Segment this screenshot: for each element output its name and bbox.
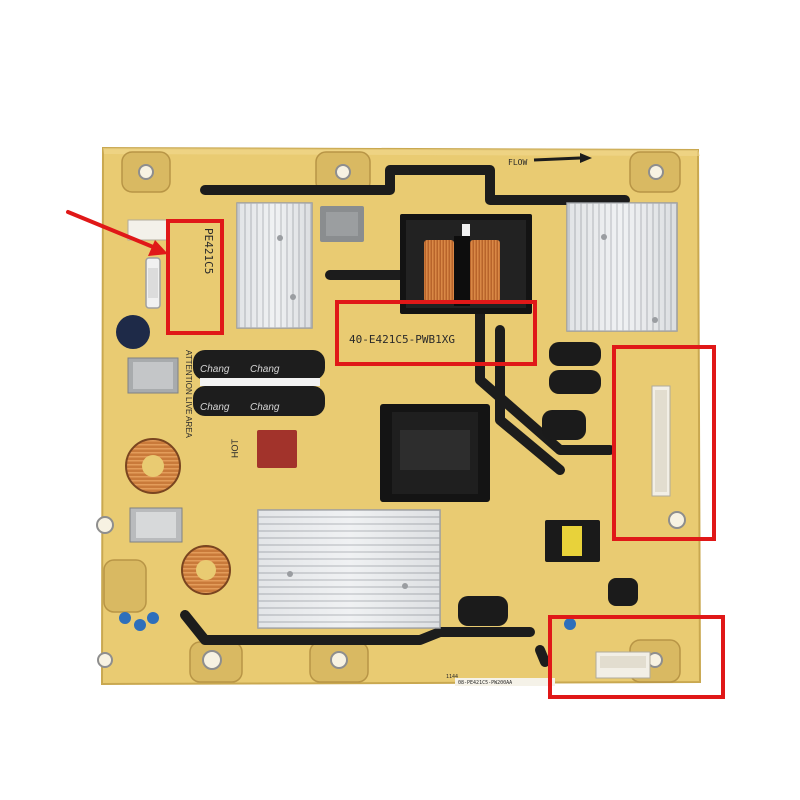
- main-transformer: [400, 214, 532, 314]
- capacitor-brand-label-3: Chang: [200, 364, 230, 375]
- toroid-coil-2: [181, 545, 231, 595]
- highlight-output-connector: [612, 345, 716, 541]
- bottom-code-label: 1144: [446, 674, 458, 680]
- capacitor-brand-label-4: Chang: [250, 364, 280, 375]
- output-connector: [651, 385, 671, 497]
- model-label: PE421C5: [202, 228, 215, 274]
- standby-transformer: [380, 404, 490, 502]
- capacitor-brand-label-2: Chang: [250, 402, 280, 413]
- varistor: [116, 315, 150, 349]
- highlight-part-number: [335, 300, 537, 366]
- right-heatsink: [566, 202, 678, 332]
- flow-label: FLOW: [508, 158, 527, 167]
- bulk-capacitors: Chang Chang Chang Chang: [193, 350, 325, 416]
- toroid-coil-1: [125, 438, 181, 494]
- red-arrow: [66, 210, 168, 256]
- red-film-capacitor: [257, 430, 297, 468]
- barcode-sticker: [455, 678, 555, 686]
- bottom-board-label: 08-PE421C5-PW200AA: [458, 680, 512, 686]
- electrolytic-capacitors: [458, 342, 638, 626]
- x-capacitor: [320, 206, 364, 242]
- capacitor-brand-label: Chang: [200, 402, 230, 413]
- flow-marking: FLOW: [508, 153, 592, 167]
- attention-label: ATTENTION LIVE AREA: [184, 350, 193, 439]
- hot-label: HOT: [230, 439, 240, 459]
- fuse: [145, 257, 161, 309]
- bottom-heatsink: [257, 509, 441, 629]
- blue-capacitors: [119, 612, 576, 631]
- red-highlight-boxes: [166, 219, 725, 699]
- screw-holes: [96, 164, 686, 670]
- highlight-bottom-connector: [548, 615, 725, 699]
- part-number-label: 40-E421C5-PWB1XG: [349, 333, 455, 346]
- bottom-connector: [595, 651, 651, 679]
- left-heatsink: [236, 202, 313, 329]
- small-transformer: [545, 520, 600, 562]
- highlight-model-label: [166, 219, 224, 335]
- left-grey-capacitors: [127, 357, 183, 543]
